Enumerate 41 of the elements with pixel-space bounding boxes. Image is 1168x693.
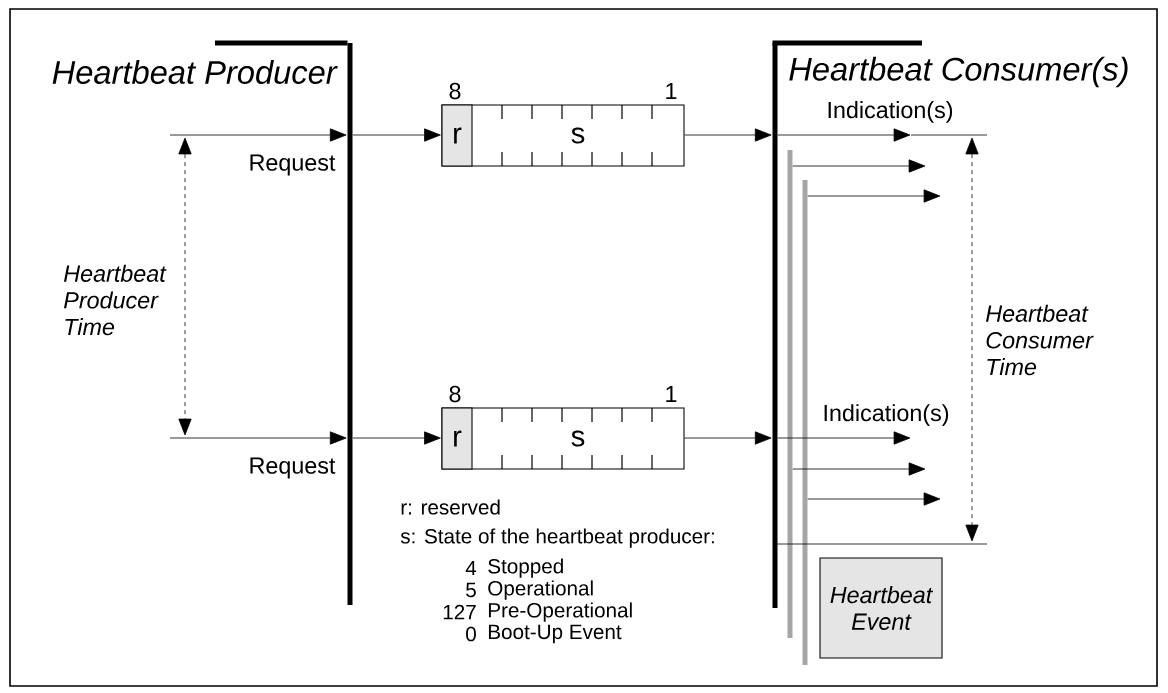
- arrow: [169, 431, 347, 445]
- arrow: [684, 431, 772, 445]
- state-name: Boot-Up Event: [488, 624, 622, 644]
- arrow: [792, 159, 926, 173]
- bit-number: 1: [666, 82, 677, 100]
- state-code: 0: [466, 626, 476, 642]
- arrow: [792, 462, 926, 476]
- state-name: Operational: [488, 580, 593, 600]
- bit-number: 8: [449, 385, 461, 403]
- lifeline: [787, 150, 793, 638]
- field-label: s: [571, 430, 585, 447]
- arrow: [352, 431, 441, 445]
- edge-label: Request: [250, 154, 336, 176]
- event-box: Heartbeat Event: [819, 557, 943, 659]
- arrow: [777, 431, 911, 445]
- field-label: r: [454, 430, 462, 447]
- dimension-label: Heartbeat Consumer Time: [986, 304, 1094, 376]
- lifeline-heading: Heartbeat Consumer(s): [789, 56, 1128, 88]
- field-label: s: [571, 127, 585, 144]
- arrow: [807, 492, 941, 506]
- edge-label: Indication(s): [828, 101, 953, 123]
- state-name: Pre-Operational: [488, 602, 632, 622]
- arrow: [684, 128, 772, 142]
- arrow: [807, 189, 941, 203]
- arrow: [169, 128, 347, 142]
- bit-number: 8: [449, 82, 461, 100]
- lifeline: [802, 180, 808, 665]
- dimension-label: Heartbeat Producer Time: [64, 264, 167, 336]
- arrow: [777, 128, 911, 142]
- edge-label: Request: [250, 457, 336, 479]
- state-code: 5: [466, 582, 476, 598]
- lifeline-heading: Heartbeat Producer: [52, 60, 338, 84]
- arrow: [352, 128, 441, 142]
- edge-label: Indication(s): [824, 404, 949, 426]
- bit-number: 1: [666, 385, 677, 403]
- note-text: r: reserved: [401, 499, 500, 515]
- field-label: r: [454, 127, 462, 144]
- state-name: Stopped: [488, 558, 563, 578]
- note-text: s: State of the heartbeat producer:: [400, 528, 714, 548]
- state-code: 127: [443, 604, 476, 620]
- state-code: 4: [465, 560, 477, 576]
